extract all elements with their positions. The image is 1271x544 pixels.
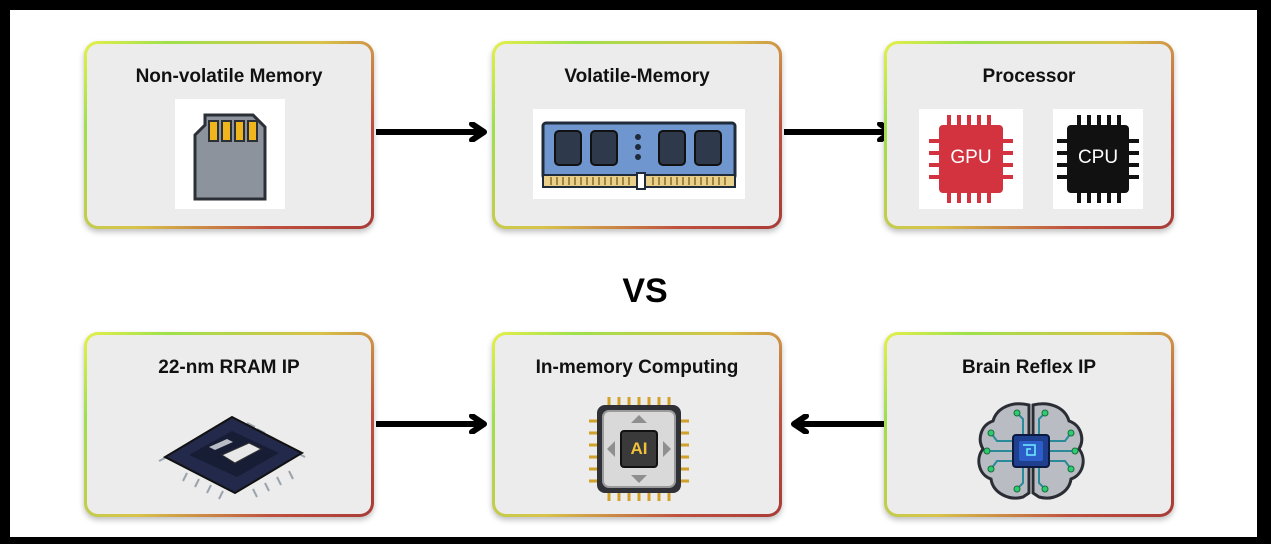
card-volatile-memory: Volatile-Memory [492, 41, 782, 229]
microchip-icon [157, 405, 307, 505]
card-title: In-memory Computing [535, 357, 739, 378]
card-title: Non-volatile Memory [135, 66, 323, 87]
gpu-chip-icon: GPU [919, 109, 1023, 209]
vs-label: VS [622, 272, 668, 310]
cpu-label: CPU [1077, 147, 1119, 168]
brain-circuit-icon [973, 397, 1089, 505]
card-processor: Processor GPU [884, 41, 1174, 229]
arrow-left [784, 414, 902, 434]
gpu-label: GPU [950, 147, 992, 168]
arrow-right [376, 122, 494, 142]
card-title: 22-nm RRAM IP [158, 357, 300, 378]
card-in-memory-computing: In-memory Computing [492, 332, 782, 517]
card-rram-ip: 22-nm RRAM IP [84, 332, 374, 517]
cpu-chip-icon: CPU [1053, 109, 1143, 209]
card-title: Volatile-Memory [564, 66, 710, 87]
ai-chip-icon: AI [587, 395, 691, 503]
sd-card-icon [175, 99, 285, 209]
ai-chip-label: AI [630, 439, 648, 458]
card-title: Brain Reflex IP [961, 357, 1097, 378]
diagram-canvas: Non-volatile Memory Volatile-Memory [10, 10, 1257, 537]
ram-module-icon [533, 109, 745, 199]
card-nonvolatile-memory: Non-volatile Memory [84, 41, 374, 229]
arrow-right [376, 414, 494, 434]
card-brain-reflex-ip: Brain Reflex IP [884, 332, 1174, 517]
card-title: Processor [982, 66, 1076, 87]
